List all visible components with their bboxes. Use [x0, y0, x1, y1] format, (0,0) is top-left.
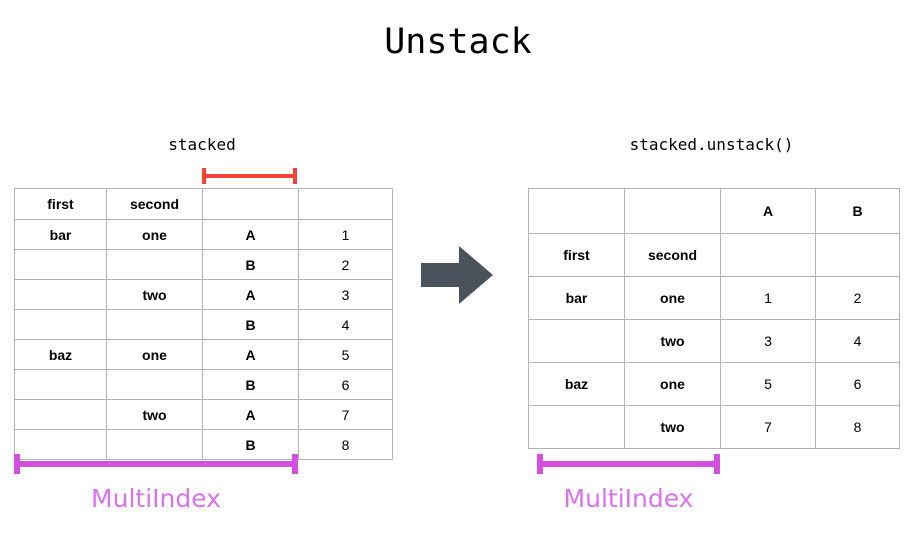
column-header-blank-first	[528, 188, 625, 234]
cell-first: bar	[14, 219, 107, 250]
cell-first	[528, 405, 625, 449]
cell-second: one	[624, 276, 721, 320]
table-column-header-row: A B	[528, 188, 900, 234]
header-cell-first: first	[528, 233, 625, 277]
cell-value: 6	[298, 369, 393, 400]
cell-second	[106, 369, 203, 400]
table-row: B 2	[14, 249, 393, 280]
cell-value-a: 7	[720, 405, 816, 449]
table-row: baz one 5 6	[528, 362, 900, 406]
table-index-header-row: first second	[528, 233, 900, 277]
cell-first	[14, 279, 107, 310]
multiindex-bracket-bar	[537, 461, 720, 467]
table-row: two 3 4	[528, 319, 900, 363]
cell-first	[14, 399, 107, 430]
cell-second: two	[624, 319, 721, 363]
column-header-blank-second	[624, 188, 721, 234]
cell-value: 7	[298, 399, 393, 430]
cell-first	[14, 309, 107, 340]
table-row: B 8	[14, 429, 393, 460]
cell-second: one	[624, 362, 721, 406]
cell-value-a: 3	[720, 319, 816, 363]
table-header-row: first second	[14, 188, 393, 220]
cell-value-a: 1	[720, 276, 816, 320]
cell-second	[106, 309, 203, 340]
cell-value-a: 5	[720, 362, 816, 406]
right-multiindex-bracket	[537, 454, 720, 474]
cell-ab: A	[202, 399, 299, 430]
left-multiindex-bracket	[14, 454, 298, 474]
multiindex-bracket-right-cap	[714, 454, 720, 474]
cell-second: one	[106, 219, 203, 250]
cell-second: one	[106, 339, 203, 370]
header-cell-blank-a	[720, 233, 816, 277]
cell-first: baz	[14, 339, 107, 370]
cell-value-b: 2	[815, 276, 900, 320]
stacked-table: first second bar one A 1 B 2 two A 3 B 4…	[14, 188, 393, 460]
cell-ab: A	[202, 279, 299, 310]
header-cell-first: first	[14, 188, 107, 220]
left-table-caption: stacked	[168, 135, 236, 154]
cell-value: 8	[298, 429, 393, 460]
cell-first	[14, 429, 107, 460]
cell-value-b: 8	[815, 405, 900, 449]
table-row: bar one A 1	[14, 219, 393, 250]
header-cell-second: second	[106, 188, 203, 220]
cell-first	[528, 319, 625, 363]
page-title: Unstack	[384, 22, 532, 62]
cell-ab: A	[202, 339, 299, 370]
table-row: two 7 8	[528, 405, 900, 449]
table-row: B 6	[14, 369, 393, 400]
column-header-b: B	[815, 188, 900, 234]
cell-ab: A	[202, 219, 299, 250]
right-table-caption: stacked.unstack()	[629, 135, 794, 154]
cell-value: 2	[298, 249, 393, 280]
column-header-a: A	[720, 188, 816, 234]
header-cell-second: second	[624, 233, 721, 277]
table-row: bar one 1 2	[528, 276, 900, 320]
table-row: baz one A 5	[14, 339, 393, 370]
right-multiindex-label: MultiIndex	[563, 484, 694, 513]
cell-value: 4	[298, 309, 393, 340]
cell-ab: B	[202, 249, 299, 280]
table-row: two A 7	[14, 399, 393, 430]
left-multiindex-label: MultiIndex	[91, 484, 221, 513]
table-row: two A 3	[14, 279, 393, 310]
header-cell-blank-value	[298, 188, 393, 220]
header-cell-blank-b	[815, 233, 900, 277]
header-cell-blank-ab	[202, 188, 299, 220]
cell-value: 5	[298, 339, 393, 370]
cell-ab: B	[202, 369, 299, 400]
arrow-right-icon	[421, 246, 493, 304]
cell-first	[14, 369, 107, 400]
cell-second	[106, 249, 203, 280]
red-bracket-right-cap	[293, 168, 297, 184]
cell-first: bar	[528, 276, 625, 320]
column-level-highlight-bracket	[202, 168, 297, 184]
cell-ab: B	[202, 429, 299, 460]
cell-value: 1	[298, 219, 393, 250]
cell-first: baz	[528, 362, 625, 406]
multiindex-bracket-right-cap	[292, 454, 298, 474]
cell-second: two	[106, 279, 203, 310]
cell-second: two	[106, 399, 203, 430]
unstacked-table: A B first second bar one 1 2 two 3 4 baz…	[528, 188, 900, 449]
table-row: B 4	[14, 309, 393, 340]
cell-value-b: 6	[815, 362, 900, 406]
cell-value: 3	[298, 279, 393, 310]
cell-value-b: 4	[815, 319, 900, 363]
multiindex-bracket-bar	[14, 461, 298, 467]
cell-second: two	[624, 405, 721, 449]
cell-first	[14, 249, 107, 280]
cell-ab: B	[202, 309, 299, 340]
red-bracket-bar	[202, 174, 297, 178]
